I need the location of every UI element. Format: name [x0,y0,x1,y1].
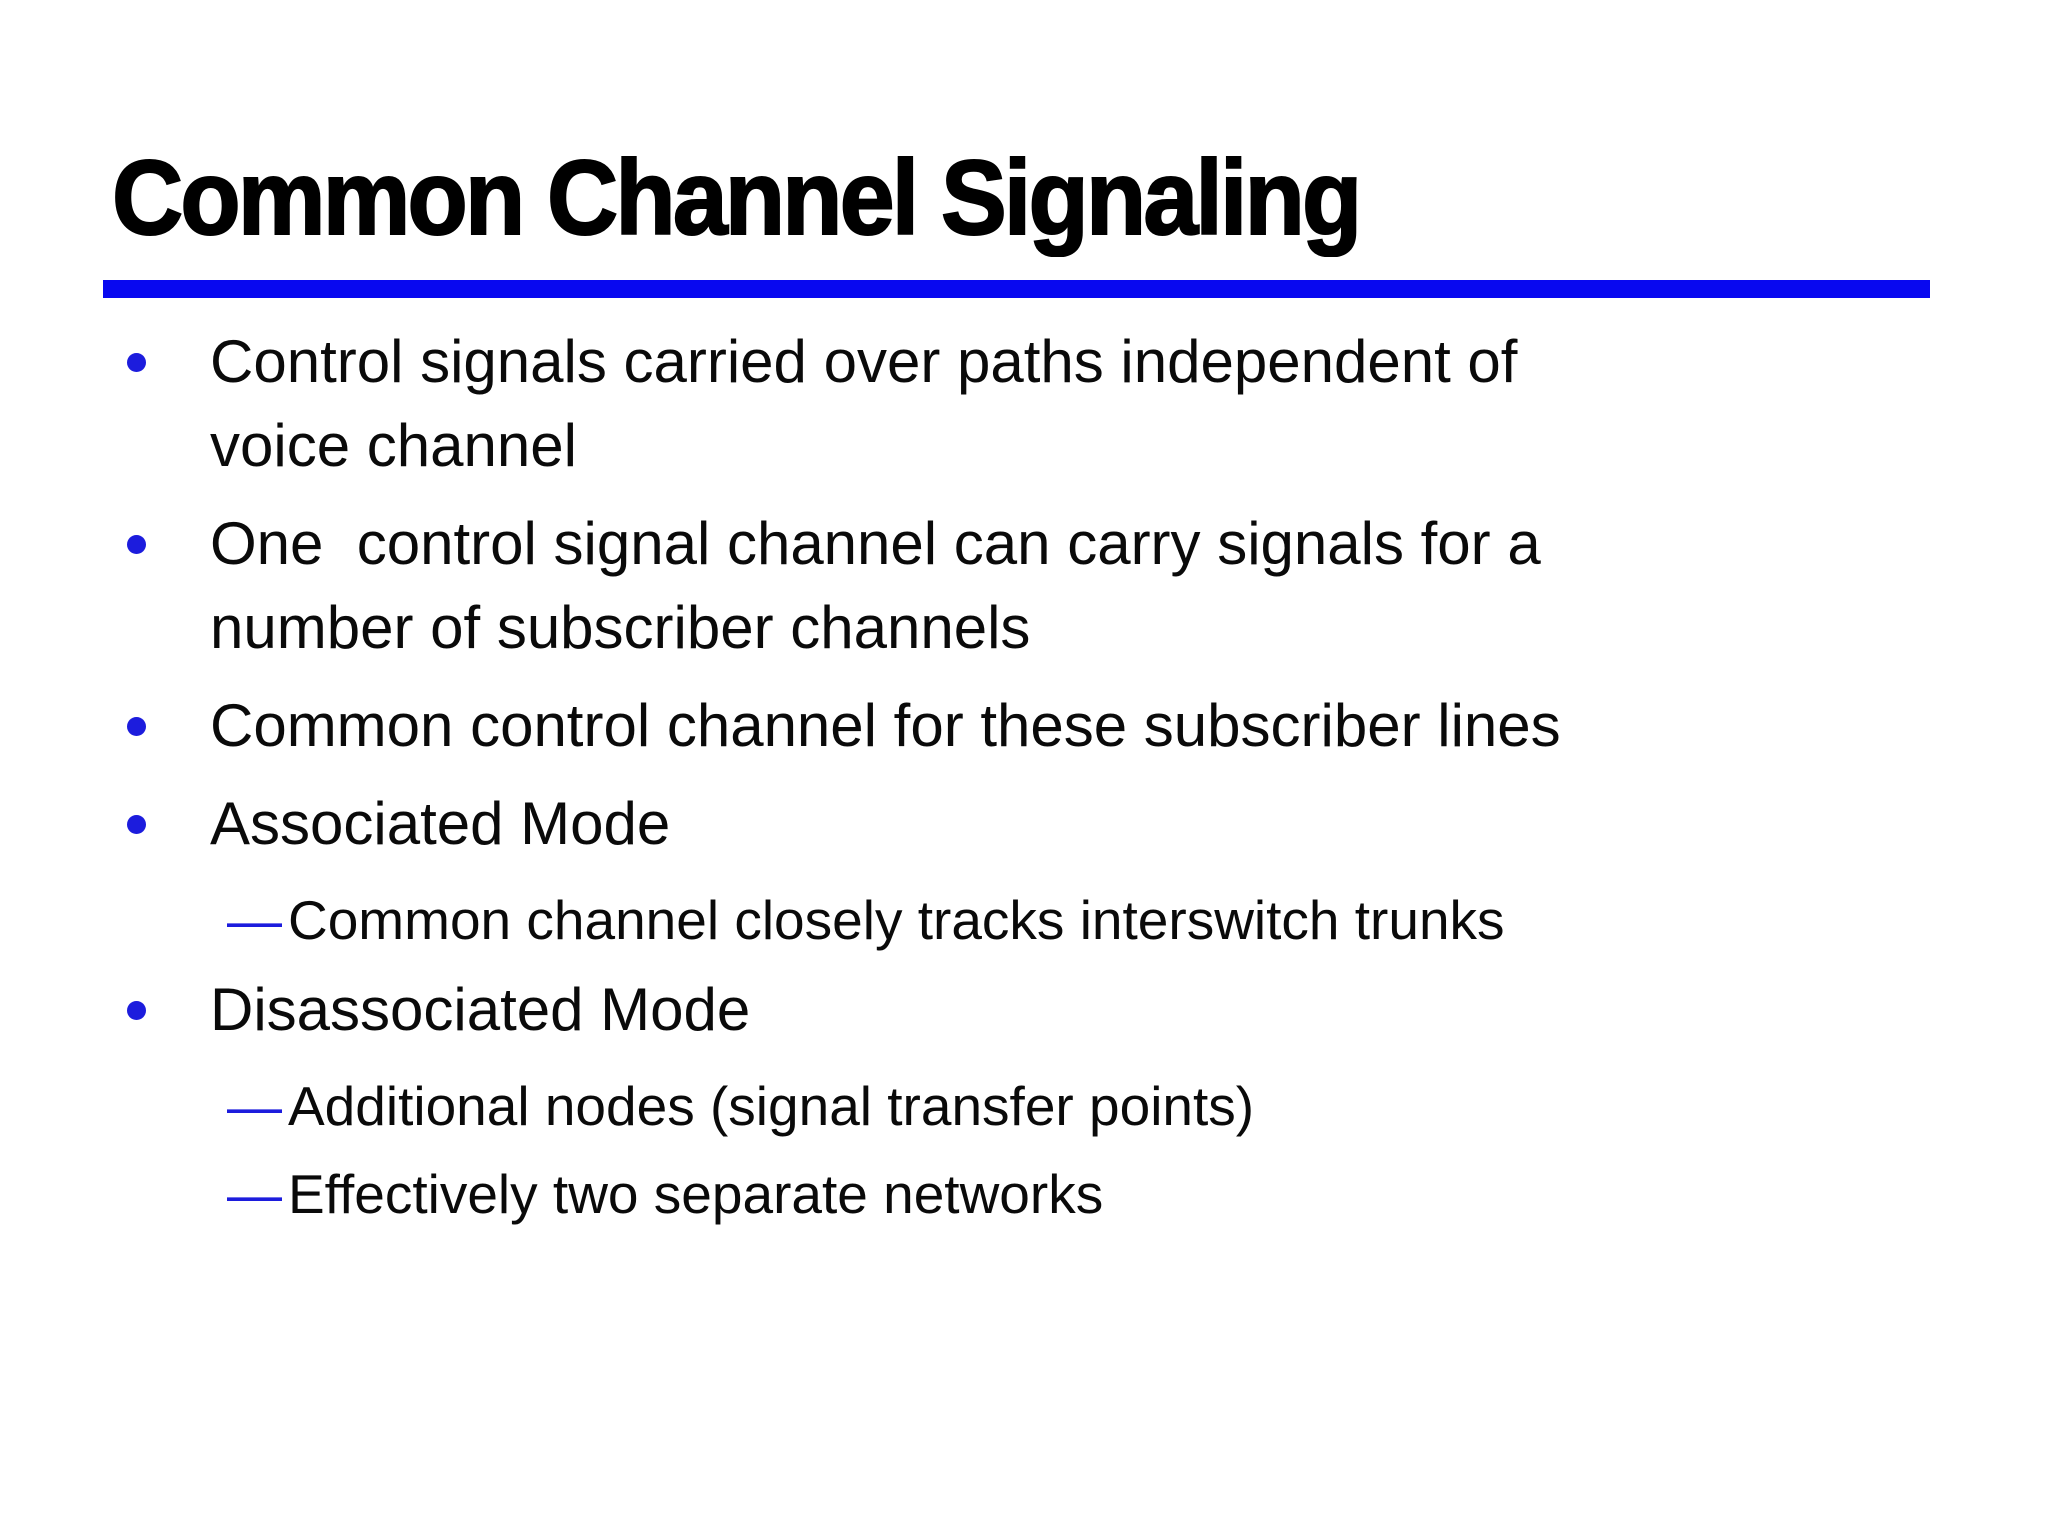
sub-bullet-item-tracks-trunks: — Common channel closely tracks interswi… [227,880,1927,960]
slide-title: Common Channel Signaling [111,138,1363,258]
bullet-dot-icon [127,353,146,372]
bullet-dot-icon [127,815,146,834]
title-underline-rule [103,280,1930,298]
sub-bullet-text: Additional nodes (signal transfer points… [288,1075,1255,1137]
bullet-list: Control signals carried over paths indep… [127,320,1927,1242]
bullet-dot-icon [127,717,146,736]
dash-bullet-icon: — [227,889,282,951]
bullet-item-associated-mode: Associated Mode [127,782,1927,866]
sub-bullet-item-additional-nodes: — Additional nodes (signal transfer poin… [227,1066,1927,1146]
dash-bullet-icon: — [227,1075,282,1137]
bullet-text: Control signals carried over paths indep… [210,328,1518,479]
sub-bullet-text: Effectively two separate networks [288,1163,1104,1225]
bullet-text: Common control channel for these subscri… [210,692,1561,759]
bullet-text: Disassociated Mode [210,976,751,1043]
bullet-text: One control signal channel can carry sig… [210,510,1541,661]
bullet-item-control-signals: Control signals carried over paths indep… [127,320,1927,488]
bullet-item-disassociated-mode: Disassociated Mode [127,968,1927,1052]
bullet-dot-icon [127,1001,146,1020]
dash-bullet-icon: — [227,1163,282,1225]
bullet-text: Associated Mode [210,790,671,857]
bullet-item-common-control-channel: Common control channel for these subscri… [127,684,1927,768]
sub-bullet-item-two-networks: — Effectively two separate networks [227,1154,1927,1234]
bullet-dot-icon [127,535,146,554]
bullet-item-one-control-channel: One control signal channel can carry sig… [127,502,1927,670]
sub-bullet-text: Common channel closely tracks interswitc… [288,889,1505,951]
